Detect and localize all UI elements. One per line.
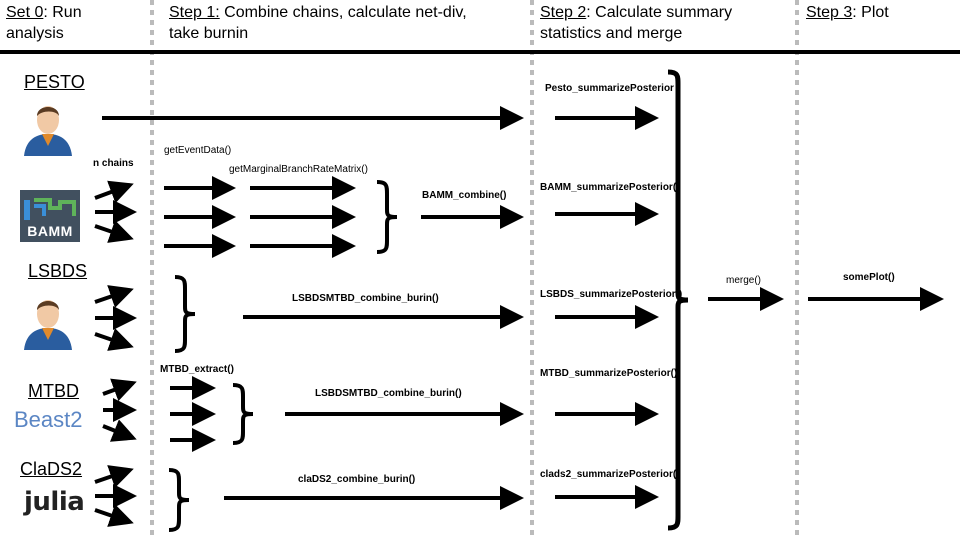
tool-lsbds: LSBDS — [28, 261, 88, 281]
header-step2-step: Step 2 — [540, 4, 587, 21]
julia-logo-icon: julia — [24, 487, 85, 517]
arrow-bamm-chain-1 — [94, 180, 134, 204]
header-step3: Step 3: Plot — [806, 2, 889, 23]
label-mtbd-summarize: MTBD_summarizePosterior() — [540, 368, 678, 379]
label-merge: merge() — [726, 275, 762, 286]
brace-bamm — [376, 180, 398, 254]
header-step2: Step 2: Calculate summary statistics and… — [540, 2, 732, 44]
brace-merge — [667, 69, 689, 531]
header-step1-text: Combine chains, calculate net-div, — [219, 4, 467, 21]
label-mtbd-extract: MTBD_extract() — [160, 364, 234, 375]
label-some-plot: somePlot() — [843, 272, 895, 283]
label-get-event-data: getEventData() — [164, 145, 232, 156]
brace-lsbds — [174, 275, 196, 353]
header-step3-step: Step 3 — [806, 4, 853, 21]
header-step3-text: : Plot — [852, 4, 889, 21]
label-lsbds-combine: LSBDSMTBD_combine_burin() — [292, 293, 439, 304]
arrows — [94, 106, 944, 527]
header-set0-text2: analysis — [6, 25, 64, 42]
braces — [168, 69, 689, 532]
arrow-lsbds-chain-3 — [94, 328, 134, 351]
bamm-logo-mark — [24, 198, 76, 220]
pesto-portrait-icon — [24, 106, 72, 156]
bamm-logo-icon: BAMM — [20, 190, 80, 242]
tool-mtbd: MTBD — [28, 381, 79, 401]
header-step2-text: : Calculate summary — [586, 4, 733, 21]
header-set0: Set 0: Run analysis — [6, 2, 82, 44]
lsbds-portrait-icon — [24, 300, 72, 350]
header-step2-text2: statistics and merge — [540, 25, 683, 42]
label-pesto-summarize: Pesto_summarizePosterior — [545, 83, 674, 94]
header-step1-step: Step 1: — [169, 4, 220, 21]
bamm-logo-text: BAMM — [27, 223, 73, 239]
label-clads-summarize: clads2_summarizePosterior() — [540, 469, 680, 480]
label-bamm-combine: BAMM_combine() — [422, 190, 507, 201]
tool-clads2: ClaDS2 — [20, 459, 83, 479]
header-step1-text2: take burnin — [169, 25, 249, 42]
column-dividers — [150, 0, 799, 540]
arrow-clads-chain-3 — [94, 504, 134, 527]
arrow-lsbds-chain-1 — [94, 285, 134, 308]
label-clads-combine: claDS2_combine_burin() — [298, 474, 416, 485]
label-bamm-summarize: BAMM_summarizePosterior() — [540, 182, 680, 193]
brace-mtbd — [232, 383, 254, 445]
arrow-bamm-chain-3 — [94, 220, 134, 243]
label-n-chains: n chains — [93, 158, 134, 169]
beast2-logo-icon: Beast2 — [14, 407, 83, 432]
arrow-mtbd-chain-3 — [102, 419, 137, 442]
label-get-marginal: getMarginalBranchRateMatrix() — [229, 164, 368, 175]
label-lsbds-summarize: LSBDS_summarizePosterior() — [540, 289, 683, 300]
arrow-mtbd-chain-1 — [102, 378, 137, 402]
tool-pesto: PESTO — [24, 72, 85, 92]
header-step1: Step 1: Combine chains, calculate net-di… — [169, 2, 467, 44]
brace-clads — [168, 468, 190, 532]
header-set0-text: : Run — [43, 4, 82, 21]
header-set0-step: Set 0 — [6, 4, 44, 21]
arrow-clads-chain-1 — [94, 465, 134, 488]
label-mtbd-combine: LSBDSMTBD_combine_burin() — [315, 388, 462, 399]
